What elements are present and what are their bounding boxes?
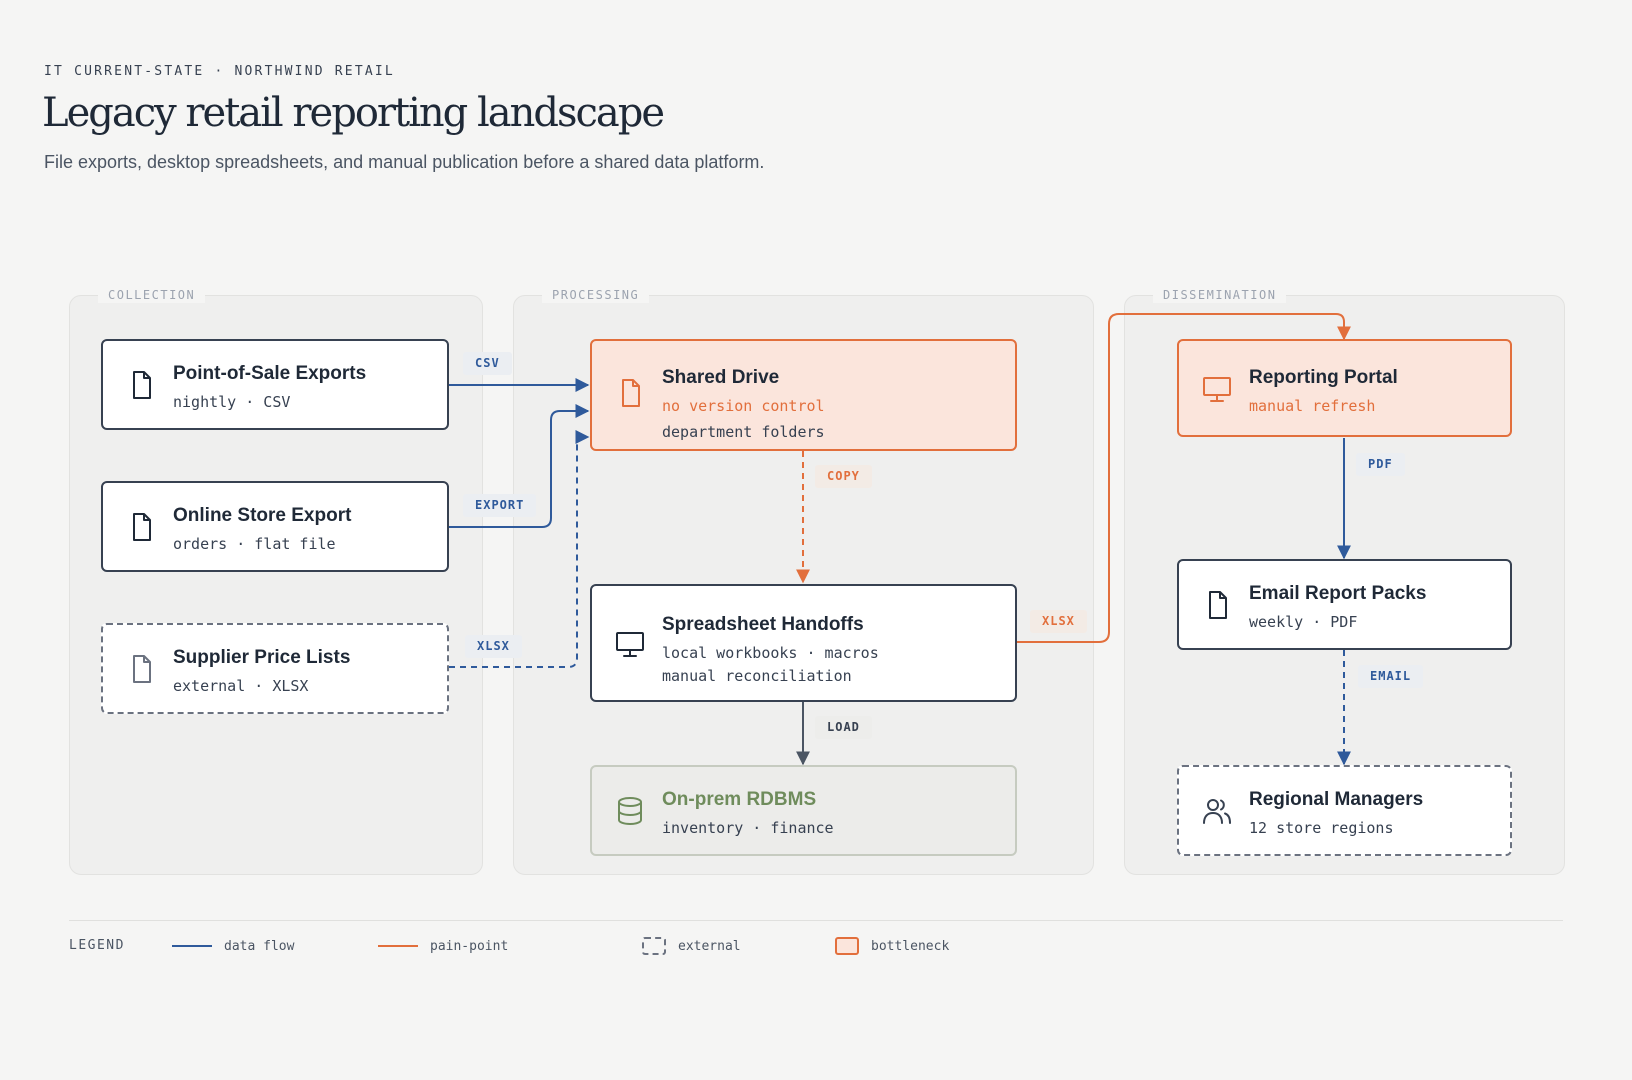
legend-divider xyxy=(69,920,1563,921)
node-spreadsheet-handoffs[interactable]: Spreadsheet Handoffs local workbooks · m… xyxy=(590,584,1017,702)
node-meta: 12 store regions xyxy=(1249,819,1394,837)
legend-item-pain-point: pain-point xyxy=(378,936,508,956)
node-meta: local workbooks · macros xyxy=(662,644,879,662)
legend-label: data flow xyxy=(224,938,295,954)
node-title: Point-of-Sale Exports xyxy=(173,363,367,384)
document-icon xyxy=(133,513,151,541)
node-title: Shared Drive xyxy=(662,367,780,388)
node-title: Regional Managers xyxy=(1249,789,1424,810)
edge-export xyxy=(449,404,590,528)
edge-label-load: LOAD xyxy=(815,716,872,739)
monitor-icon xyxy=(1203,377,1231,402)
node-meta: weekly · PDF xyxy=(1249,613,1358,631)
eyebrow: IT CURRENT-STATE · NORTHWIND RETAIL xyxy=(44,64,395,79)
document-icon xyxy=(622,379,640,407)
node-reporting-portal[interactable]: Reporting Portal manual refresh xyxy=(1177,339,1512,437)
page-subtitle: File exports, desktop spreadsheets, and … xyxy=(44,152,765,172)
users-icon xyxy=(1203,799,1231,824)
edge-label-email: EMAIL xyxy=(1358,665,1424,688)
node-supplier-price-lists[interactable]: Supplier Price Lists external · XLSX xyxy=(101,623,449,714)
lane-label-processing: PROCESSING xyxy=(542,287,650,303)
node-title: Supplier Price Lists xyxy=(173,647,351,668)
node-warning: no version control xyxy=(662,397,825,415)
node-regional-managers[interactable]: Regional Managers 12 store regions xyxy=(1177,765,1512,856)
legend-label: pain-point xyxy=(430,938,509,954)
node-title: Online Store Export xyxy=(173,505,352,526)
document-icon xyxy=(1209,591,1227,619)
legend-label: bottleneck xyxy=(871,938,950,954)
edge-label-copy: COPY xyxy=(815,465,872,488)
database-icon xyxy=(618,797,642,826)
node-title: On-prem RDBMS xyxy=(662,789,817,810)
node-onprem-rdbms[interactable]: On-prem RDBMS inventory · finance xyxy=(590,765,1017,856)
lane-label-dissemination: DISSEMINATION xyxy=(1153,287,1287,303)
lane-label-collection: COLLECTION xyxy=(98,287,206,303)
legend-item-bottleneck: bottleneck xyxy=(835,936,949,956)
edge-xlsx-out xyxy=(1017,313,1351,643)
node-warning: manual refresh xyxy=(1249,397,1376,415)
edge-xlsx-in xyxy=(449,430,590,668)
edge-label-xlsx-out: XLSX xyxy=(1030,610,1087,633)
legend-swatch-external xyxy=(642,937,666,955)
legend-title: LEGEND xyxy=(69,938,125,953)
legend-swatch-pain-point xyxy=(378,945,418,947)
node-title: Spreadsheet Handoffs xyxy=(662,614,864,635)
legend-label: external xyxy=(678,938,741,954)
edge-label-export: EXPORT xyxy=(463,494,537,517)
edge-label-pdf: PDF xyxy=(1356,453,1405,476)
node-meta: department folders xyxy=(662,423,825,441)
legend-swatch-bottleneck xyxy=(835,937,859,955)
node-email-report-packs[interactable]: Email Report Packs weekly · PDF xyxy=(1177,559,1512,650)
monitor-icon xyxy=(616,632,644,657)
edge-label-csv: CSV xyxy=(463,352,512,375)
edge-label-xlsx-in: XLSX xyxy=(465,635,522,658)
document-icon xyxy=(133,371,151,399)
node-title: Reporting Portal xyxy=(1249,367,1398,388)
page-title: Legacy retail reporting landscape xyxy=(42,90,665,136)
node-pos-exports[interactable]: Point-of-Sale Exports nightly · CSV xyxy=(101,339,449,430)
node-meta: external · XLSX xyxy=(173,677,309,695)
legend-item-data-flow: data flow xyxy=(172,936,294,956)
node-online-store-export[interactable]: Online Store Export orders · flat file xyxy=(101,481,449,572)
node-title: Email Report Packs xyxy=(1249,583,1427,604)
node-meta-secondary: manual reconciliation xyxy=(662,667,852,685)
legend-swatch-data-flow xyxy=(172,945,212,947)
node-meta: nightly · CSV xyxy=(173,393,291,411)
node-meta: inventory · finance xyxy=(662,819,834,837)
document-icon xyxy=(133,655,151,683)
legend-item-external: external xyxy=(642,936,741,956)
node-shared-drive[interactable]: Shared Drive no version control departme… xyxy=(590,339,1017,451)
node-meta: orders · flat file xyxy=(173,535,336,553)
